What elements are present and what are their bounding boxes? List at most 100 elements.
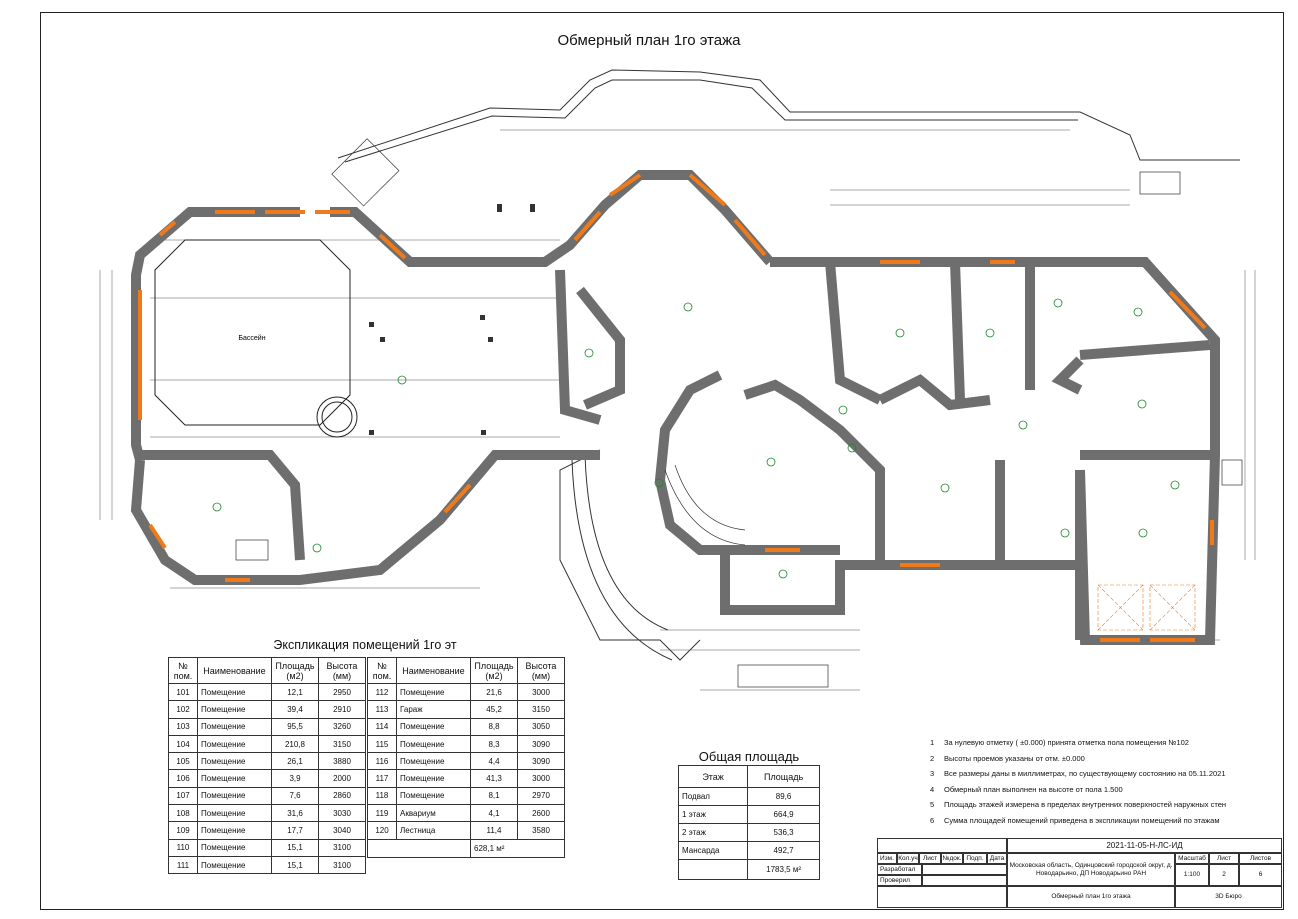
col-area: Площадь (м2) [470,657,518,684]
cell-height: 3100 [318,855,366,875]
note-text: Высоты проемов указаны от отм. ±0.000 [944,753,1085,763]
cell-area: 3,9 [271,769,319,788]
cell-floor: 1 этаж [677,805,749,824]
explication-title: Экспликация помещений 1го эт [273,638,457,652]
note-text: За нулевую отметку ( ±0.000) принята отм… [944,738,1189,747]
note-number: 1 [930,738,935,747]
explication-total: 628,1 м² [470,838,565,858]
cell-area: 4,1 [470,804,518,823]
note-item: 5 Площадь этажей измерена в пределах внут… [930,797,1226,813]
cell-area: 8,8 [470,717,518,736]
stamp-blank [877,886,1007,908]
cell-area: 536,3 [747,823,820,842]
cell-floor: Мансарда [677,841,749,860]
stamp-sheet: 2 [1209,864,1239,886]
stamp-sheet-label: Лист [1209,853,1239,864]
cell-name: Помещение [197,717,272,736]
room-tags [212,298,1180,579]
cell-height: 3090 [517,734,565,754]
cell-no: 102 [168,700,198,719]
note-number: 2 [930,753,935,763]
col-area: Площадь [747,765,820,788]
stamp-developed: Разработал [877,864,922,875]
note-number: 5 [930,800,935,809]
note-text: Обмерный план выполнен на высоте от пола… [944,784,1123,794]
col-height: Высота (мм) [517,657,565,684]
cell-height: 2910 [318,700,366,719]
stamp-company: 3D Бюро [1175,886,1282,908]
col-no: № пом. [168,657,198,684]
cell-height: 2000 [318,769,366,788]
cell-area: 15,1 [271,855,319,875]
note-item: 3 Все размеры даны в миллиметрах, по суще… [930,766,1226,782]
note-item: 1 За нулевую отметку ( ±0.000) принята от… [930,735,1226,751]
cell-floor: 2 этаж [677,823,749,842]
cell-no: 105 [168,752,198,771]
stamp-col-label: №док. [941,853,963,864]
cell-area: 21,6 [470,682,518,702]
cell-name: Помещение [197,855,272,875]
stamp-sheets: 6 [1239,864,1282,886]
cell-no: 107 [168,786,198,806]
cell-name: Аквариум [396,804,471,823]
cell-area: 17,7 [271,821,319,840]
explication-table-right: № пом. Наименование Площадь (м2) Высота … [367,657,565,858]
cell-area: 45,2 [470,700,518,719]
cell-height: 3100 [318,838,366,857]
cell-area: 4,4 [470,752,518,771]
col-name: Наименование [197,657,272,684]
cell-height: 3040 [318,821,366,840]
cell-area: 39,4 [271,700,319,719]
cell-area: 31,6 [271,804,319,823]
cell-no: 120 [367,821,397,840]
stamp-checked: Проверил [877,875,922,886]
cell-no: 101 [168,682,198,702]
stamp-blank [922,875,1007,886]
dimension-lines [99,129,1256,691]
cell-height: 3260 [318,717,366,736]
cell-height: 3090 [517,752,565,771]
note-text: Все размеры даны в миллиметрах, по сущес… [944,769,1226,778]
cell-no: 103 [168,717,198,736]
note-number: 6 [930,815,935,825]
pool [154,239,358,438]
cell-height: 2970 [517,786,565,806]
walls [130,170,1220,645]
cell-area: 664,9 [747,805,820,824]
cell-name: Лестница [396,821,471,840]
stamp-sheet-title: Обмерный план 1го этажа [1007,886,1175,908]
col-no: № пом. [367,657,397,684]
col-area: Площадь (м2) [271,657,319,684]
cell-name: Помещение [396,734,471,754]
stamp-blank [922,864,1007,875]
garage-bays [1097,584,1196,631]
cell-no: 108 [168,804,198,823]
note-number: 3 [930,769,935,778]
cell-no: 106 [168,769,198,788]
total-area-title: Общая площадь [698,749,800,764]
stairs [235,138,1243,688]
cell-floor: Подвал [677,787,749,806]
cell-name: Помещение [197,821,272,840]
cell-no: 114 [367,717,397,736]
cell-height: 2860 [318,786,366,806]
note-text: Площадь этажей измерена в пределах внутр… [944,800,1227,809]
cell-no: 111 [168,855,198,875]
cell-no: 113 [367,700,397,719]
